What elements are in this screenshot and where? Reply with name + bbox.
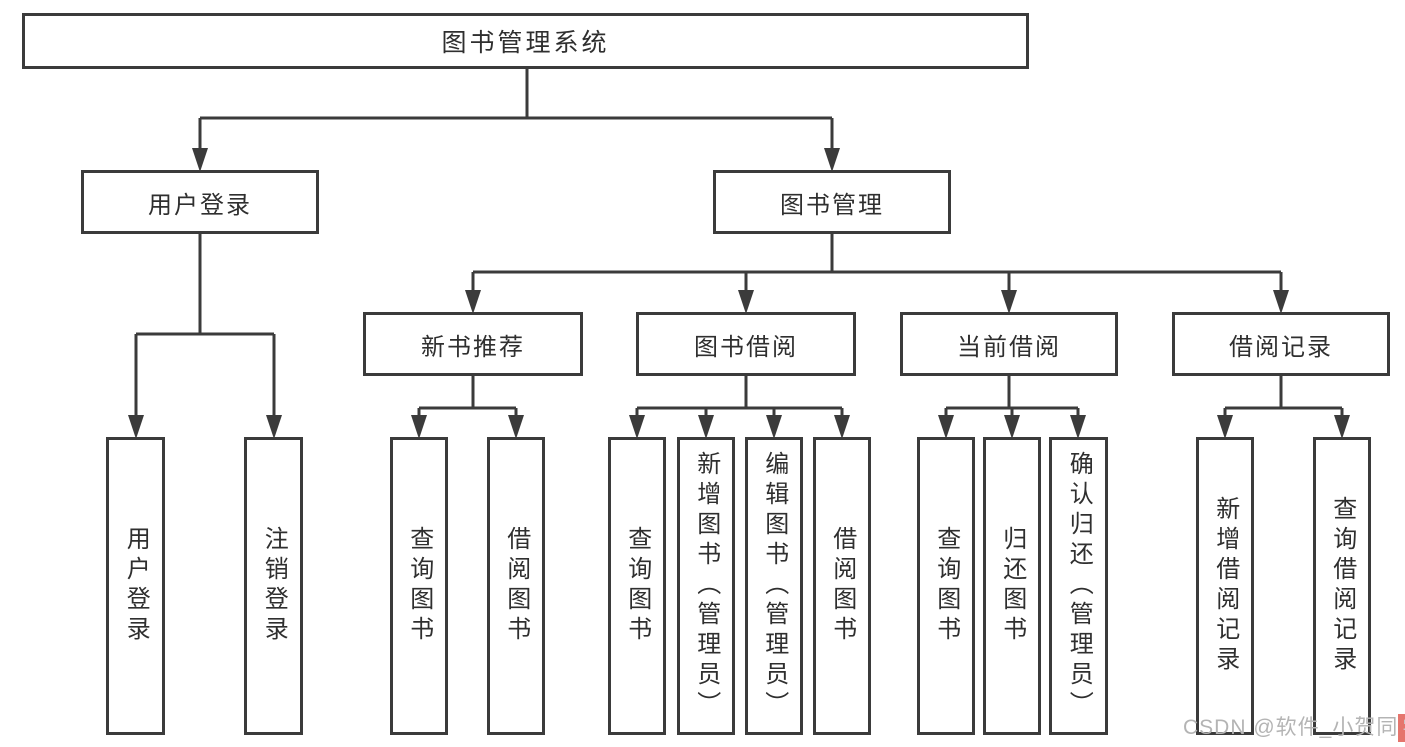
arrowhead-icon — [465, 290, 481, 314]
arrowhead-icon — [266, 415, 282, 439]
edge-new-book-rec-to-leaves — [417, 376, 518, 417]
watermark-text: CSDN @软件_小贺同 — [1183, 716, 1399, 739]
node-label: 新增图书（管理员） — [692, 451, 720, 721]
node-user-login: 用户登录 — [81, 170, 319, 234]
arrowhead-icon — [192, 148, 208, 172]
node-label: 当前借阅 — [957, 333, 1061, 361]
node-label: 查询图书 — [623, 526, 651, 646]
node-leaf-borrow-books-1: 借阅图书 — [487, 437, 545, 735]
node-leaf-edit-books-admin: 编辑图书（管理员） — [745, 437, 803, 735]
node-current-borrow: 当前借阅 — [900, 312, 1118, 376]
arrowhead-icon — [698, 415, 714, 439]
arrowhead-icon — [1001, 290, 1017, 314]
node-root-label: 图书管理系统 — [441, 29, 610, 57]
node-root: 图书管理系统 — [22, 13, 1029, 69]
arrowhead-icon — [128, 415, 144, 439]
arrowhead-icon — [834, 415, 850, 439]
arrowhead-icon — [1273, 290, 1289, 314]
node-label: 归还图书 — [998, 526, 1026, 646]
node-label: 借阅图书 — [502, 526, 530, 646]
node-borrow-records: 借阅记录 — [1172, 312, 1390, 376]
node-label: 查询图书 — [932, 526, 960, 646]
node-label: 借阅图书 — [828, 526, 856, 646]
node-book-mgmt: 图书管理 — [713, 170, 951, 234]
edge-current-borrow-to-leaves — [944, 376, 1080, 417]
node-book-borrow: 图书借阅 — [636, 312, 856, 376]
arrowhead-icon — [1334, 415, 1350, 439]
edge-root-to-level2 — [198, 69, 834, 150]
edge-book-mgmt-to-mid — [471, 234, 1283, 292]
node-leaf-user-login: 用户登录 — [106, 437, 165, 735]
arrowhead-icon — [1004, 415, 1020, 439]
node-label: 编辑图书（管理员） — [760, 451, 788, 721]
watermark: CSDN @软件_小贺同学 — [1183, 711, 1405, 742]
node-leaf-query-books-3: 查询图书 — [917, 437, 975, 735]
node-label: 借阅记录 — [1229, 333, 1333, 361]
node-label: 查询借阅记录 — [1328, 496, 1356, 676]
watermark-accent: 学 — [1398, 714, 1405, 742]
node-label: 图书管理 — [780, 191, 884, 219]
node-label: 确认归还（管理员） — [1065, 451, 1093, 721]
node-leaf-query-borrow-record: 查询借阅记录 — [1313, 437, 1371, 735]
edge-user-login-to-leaves — [134, 234, 276, 417]
node-label: 注销登录 — [260, 526, 288, 646]
arrowhead-icon — [411, 415, 427, 439]
node-label: 查询图书 — [405, 526, 433, 646]
node-leaf-confirm-return-admin: 确认归还（管理员） — [1049, 437, 1108, 735]
edge-borrow-records-to-leaves — [1223, 376, 1344, 417]
node-label: 用户登录 — [122, 526, 150, 646]
edge-book-borrow-to-leaves — [635, 376, 844, 417]
arrowhead-icon — [1070, 415, 1086, 439]
arrowhead-icon — [738, 290, 754, 314]
node-leaf-add-books-admin: 新增图书（管理员） — [677, 437, 735, 735]
node-label: 新增借阅记录 — [1211, 496, 1239, 676]
arrowhead-icon — [1217, 415, 1233, 439]
arrowhead-icon — [938, 415, 954, 439]
node-leaf-logout: 注销登录 — [244, 437, 303, 735]
node-leaf-query-books-2: 查询图书 — [608, 437, 666, 735]
node-label: 图书借阅 — [694, 333, 798, 361]
node-leaf-borrow-books-2: 借阅图书 — [813, 437, 871, 735]
arrowhead-icon — [766, 415, 782, 439]
node-new-book-rec: 新书推荐 — [363, 312, 583, 376]
node-leaf-return-books: 归还图书 — [983, 437, 1041, 735]
arrowhead-icon — [508, 415, 524, 439]
arrowhead-icon — [824, 148, 840, 172]
node-leaf-add-borrow-record: 新增借阅记录 — [1196, 437, 1254, 735]
node-label: 用户登录 — [148, 191, 252, 219]
node-label: 新书推荐 — [421, 333, 525, 361]
arrowhead-icon — [629, 415, 645, 439]
node-leaf-query-books-1: 查询图书 — [390, 437, 448, 735]
